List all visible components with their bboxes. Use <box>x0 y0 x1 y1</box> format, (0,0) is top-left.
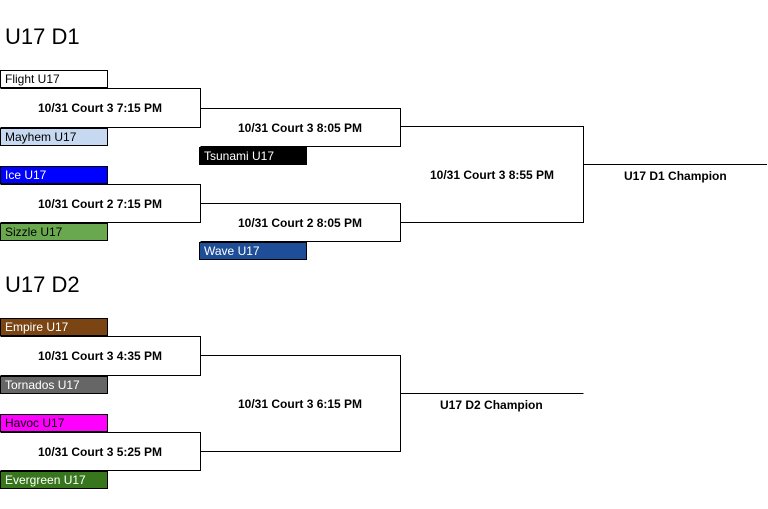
d1-game-4-label: 10/31 Court 2 8:05 PM <box>238 216 363 230</box>
d2-game-1-label: 10/31 Court 3 4:35 PM <box>38 349 163 363</box>
d2-final-label: 10/31 Court 3 6:15 PM <box>238 397 363 411</box>
d1-final-label: 10/31 Court 3 8:55 PM <box>430 168 555 182</box>
team-sizzle: Sizzle U17 <box>0 223 108 241</box>
team-wave: Wave U17 <box>199 242 307 260</box>
d1-title: U17 D1 <box>5 24 80 49</box>
d2-game-2-label: 10/31 Court 3 5:25 PM <box>38 445 163 459</box>
team-flight: Flight U17 <box>0 70 108 88</box>
d1-champion-label: U17 D1 Champion <box>624 169 727 183</box>
d1-game-2-label: 10/31 Court 2 7:15 PM <box>38 197 163 211</box>
d2-champion-label: U17 D2 Champion <box>440 398 543 412</box>
d2-title: U17 D2 <box>5 272 80 297</box>
team-tsunami: Tsunami U17 <box>199 147 307 165</box>
team-mayhem: Mayhem U17 <box>0 128 108 146</box>
team-tornados: Tornados U17 <box>0 376 108 394</box>
team-evergreen: Evergreen U17 <box>0 471 108 489</box>
team-empire: Empire U17 <box>0 318 108 336</box>
team-havoc: Havoc U17 <box>0 414 108 432</box>
d1-game-3-label: 10/31 Court 3 8:05 PM <box>238 121 363 135</box>
team-ice: Ice U17 <box>0 166 108 184</box>
d1-game-1-label: 10/31 Court 3 7:15 PM <box>38 101 163 115</box>
